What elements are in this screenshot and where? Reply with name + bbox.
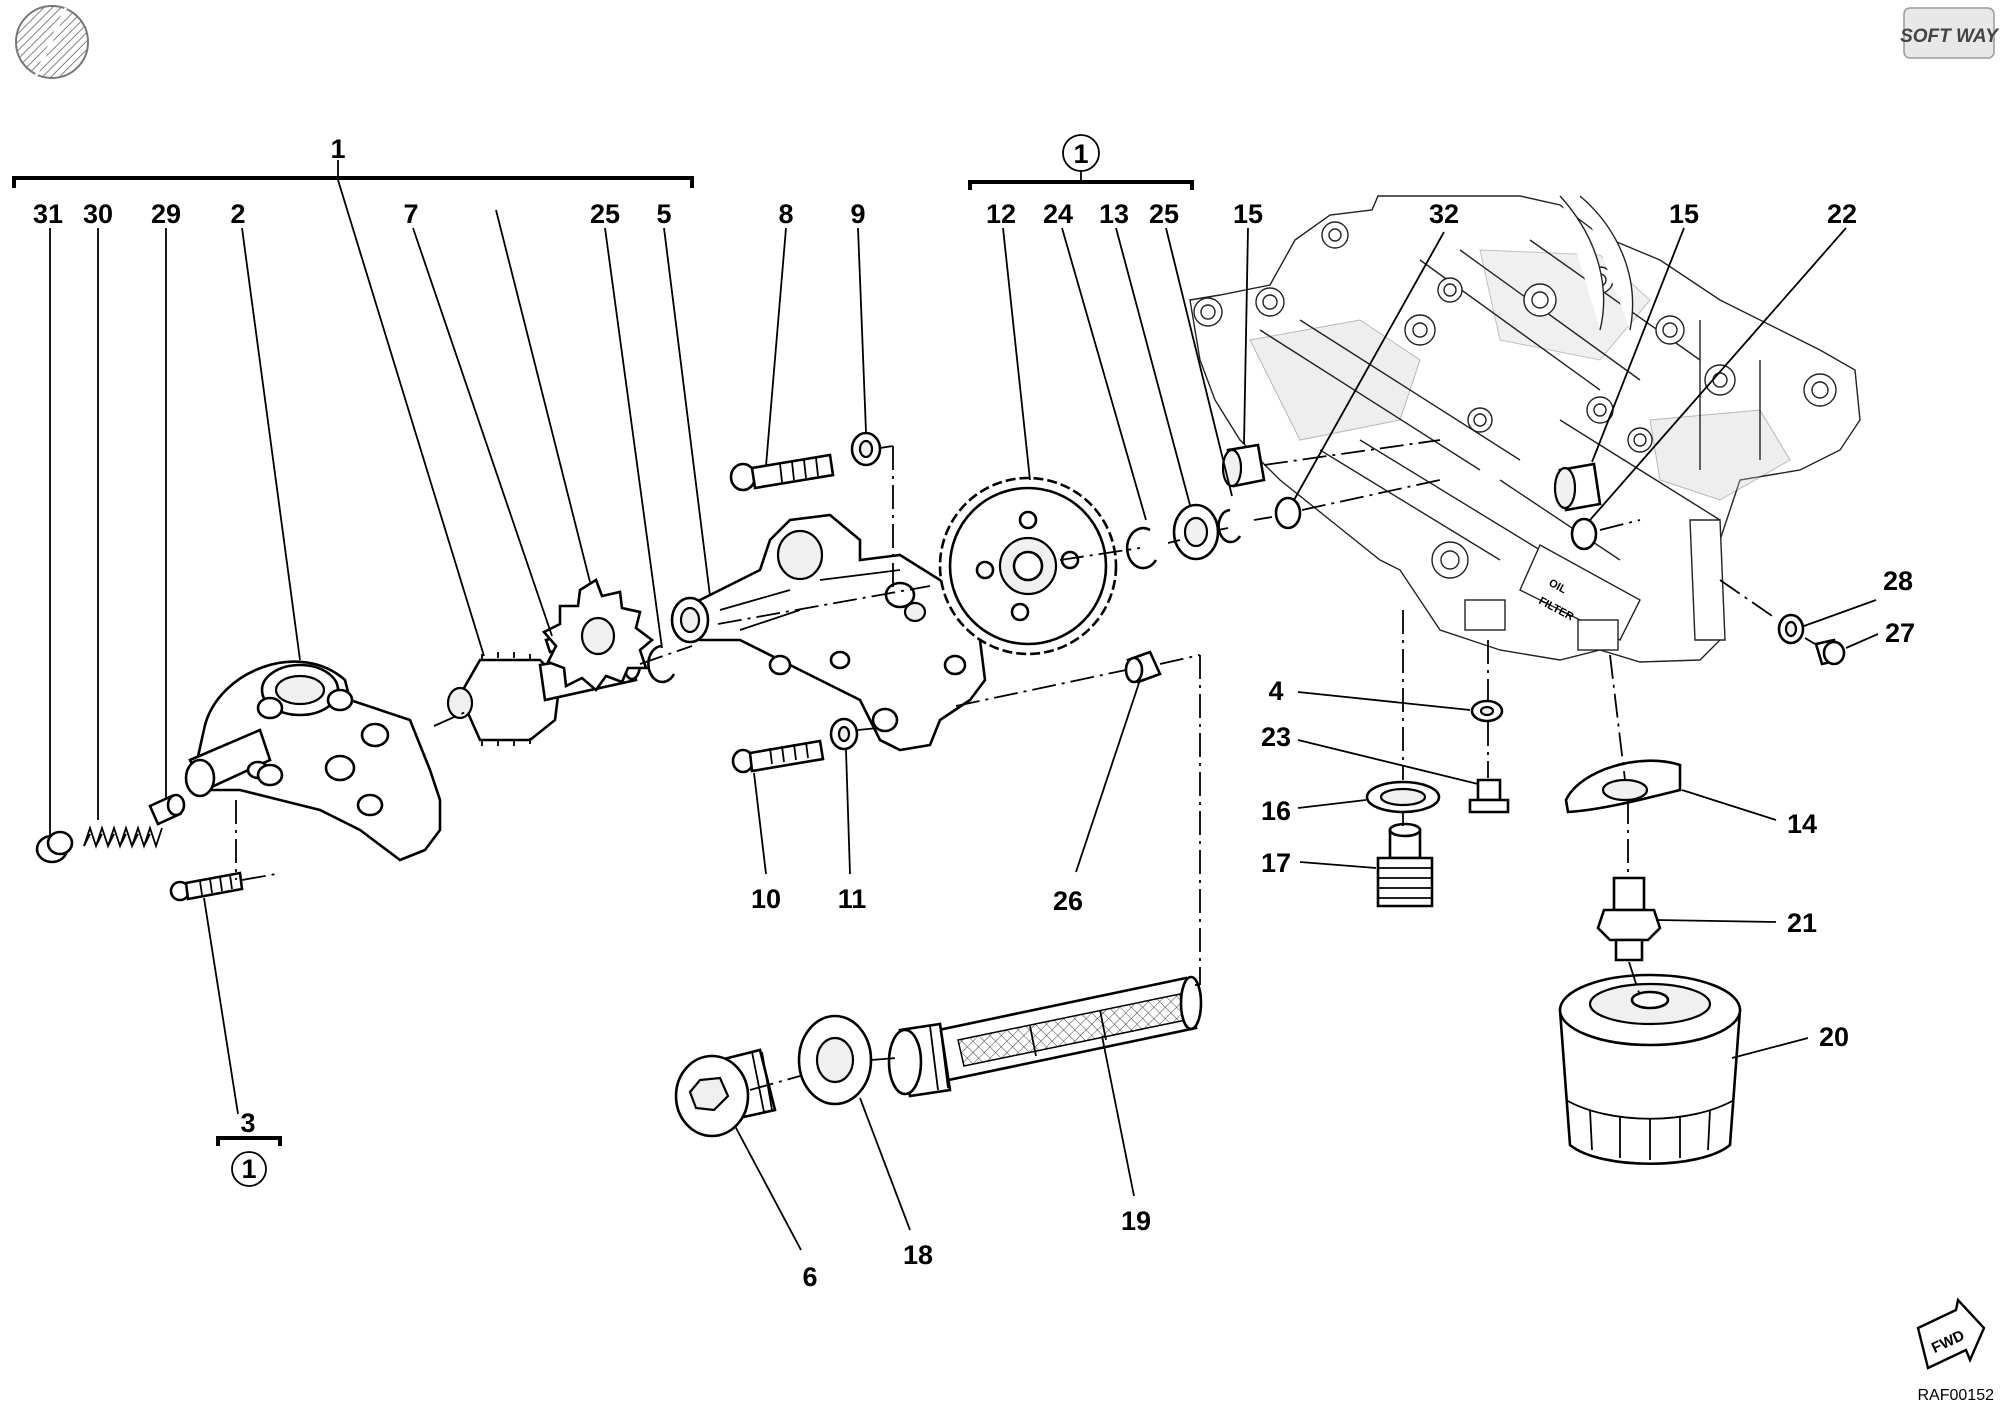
part-4-washer (1470, 699, 1504, 723)
part-16-seal (1365, 780, 1441, 814)
part-19-oil-strainer (887, 975, 1203, 1098)
part-12-gear (938, 476, 1118, 656)
part-29-plunger (148, 793, 186, 826)
assembly-center-lines (235, 439, 1816, 1091)
callout-12: 12 (986, 199, 1016, 229)
part-26-nozzle (1124, 650, 1162, 684)
callout-22: 22 (1827, 199, 1857, 229)
callout-9: 9 (850, 199, 865, 229)
callout-25-right: 25 (1149, 199, 1179, 229)
part-17-plug (1376, 822, 1434, 908)
callout-17: 17 (1261, 848, 1291, 878)
group-symbol-gear: 1 (1073, 139, 1088, 169)
callout-15-left: 15 (1233, 199, 1263, 229)
corner-disc-icon (15, 5, 89, 79)
part-32-o-ring (1274, 496, 1302, 530)
part-8-bolt (729, 453, 835, 492)
group-symbol-screw: 1 (241, 1154, 256, 1184)
callout-10: 10 (751, 884, 781, 914)
callout-18: 18 (903, 1240, 933, 1270)
part-22-o-ring (1570, 517, 1598, 551)
callout-30: 30 (83, 199, 113, 229)
group-bracket-main: 1 (12, 134, 694, 188)
group-label-main: 1 (330, 134, 345, 164)
callout-8: 8 (778, 199, 793, 229)
group-bracket-gear: 1 (968, 134, 1194, 190)
callout-26: 26 (1053, 886, 1083, 916)
part-28-washer (1777, 613, 1805, 645)
callout-21: 21 (1787, 908, 1817, 938)
part-5-pump-cover (670, 513, 987, 752)
callout-23: 23 (1261, 722, 1291, 752)
callout-7: 7 (403, 199, 418, 229)
callout-25-left: 25 (590, 199, 620, 229)
leader-lines (49, 179, 1879, 1251)
part-outer-rotor (541, 578, 655, 692)
crankcase: OIL FILTER (1189, 195, 1861, 663)
part-21-nipple (1596, 876, 1662, 962)
callout-32: 32 (1429, 199, 1459, 229)
callout-16: 16 (1261, 796, 1291, 826)
part-15-dowel-right (1553, 462, 1602, 512)
callout-11: 11 (838, 884, 867, 914)
part-30-spring (83, 825, 163, 849)
callout-27: 27 (1885, 618, 1915, 648)
part-27-plug (1814, 638, 1846, 666)
group-label-screw: 3 (240, 1108, 255, 1138)
callout-5: 5 (656, 199, 671, 229)
callout-28: 28 (1883, 566, 1913, 596)
callout-29: 29 (151, 199, 181, 229)
callout-15-right: 15 (1669, 199, 1699, 229)
part-3-screw (169, 871, 244, 902)
callout-20: 20 (1819, 1022, 1849, 1052)
part-13-bearing (1172, 503, 1220, 561)
callout-24: 24 (1043, 199, 1073, 229)
group-bracket-screw: 3 1 (216, 1108, 282, 1187)
callout-13: 13 (1099, 199, 1129, 229)
part-20-oil-filter (1558, 973, 1742, 1166)
callout-2: 2 (230, 199, 245, 229)
callout-19: 19 (1121, 1206, 1151, 1236)
part-14-plate (1564, 759, 1682, 814)
callout-6: 6 (802, 1262, 817, 1292)
part-10-bolt (731, 739, 825, 774)
part-6-drain-plug (674, 1048, 777, 1138)
part-23-jet (1468, 778, 1510, 814)
drawing-code: RAF00152 (1918, 1387, 1995, 1404)
part-18-seal (797, 1014, 873, 1106)
callout-31: 31 (33, 199, 63, 229)
part-2-pump-body (184, 660, 442, 862)
part-25-circlip-left (647, 644, 676, 684)
callout-4: 4 (1268, 676, 1283, 706)
callout-14: 14 (1787, 809, 1817, 839)
part-25-circlip-right (1217, 508, 1242, 544)
part-9-washer (850, 431, 882, 467)
callouts: 31 30 29 2 7 25 5 8 9 12 24 13 25 15 32 … (33, 199, 1915, 1292)
logo-text: SOFT WAY (1900, 26, 2000, 47)
part-24-circlip (1125, 526, 1158, 570)
part-31-cap (35, 830, 74, 864)
part-11-washer (829, 717, 859, 751)
softway-logo: SOFT WAY (1900, 7, 2000, 59)
part-15-dowel-left (1221, 443, 1266, 488)
forward-arrow-icon: FWD (1916, 1297, 1986, 1370)
